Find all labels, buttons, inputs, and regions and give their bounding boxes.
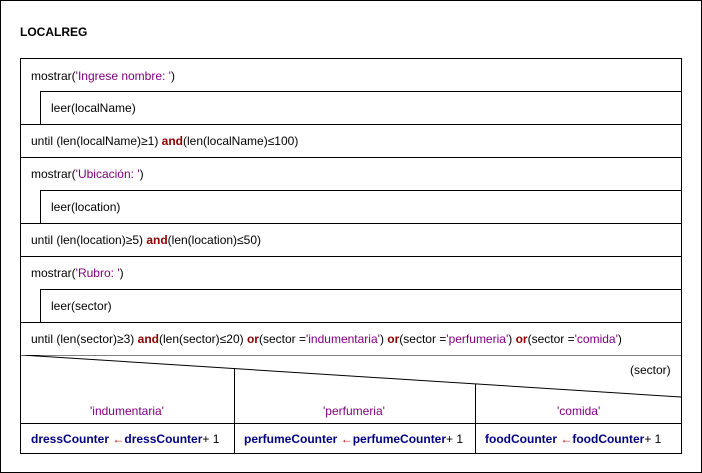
string-literal: 'perfumeria' <box>446 332 509 346</box>
keyword-or: or <box>515 332 528 346</box>
string-literal: 'Ubicación: ' <box>75 167 140 181</box>
branch-statement-perfumeria[interactable]: perfumeCounter ←perfumeCounter + 1 <box>234 423 476 454</box>
until-condition-sector[interactable]: until (len(sector) ≥ 3) and (len(sector)… <box>21 322 681 355</box>
string-literal: 'Ingrese nombre: ' <box>75 68 171 83</box>
nassi-shneiderman-diagram: mostrar('Ingrese nombre: ') leer(localNa… <box>20 58 682 454</box>
branch-statement-comida[interactable]: foodCounter ←foodCounter + 1 <box>475 423 681 454</box>
keyword-or: or <box>387 332 400 346</box>
keyword-or: or <box>246 332 259 346</box>
output-statement-name[interactable]: mostrar('Ingrese nombre: ') <box>31 68 175 83</box>
until-condition-location[interactable]: until (len(location) ≥ 5) and (len(locat… <box>21 223 681 256</box>
keyword-and: and <box>161 134 183 148</box>
branch-divider <box>234 368 235 454</box>
branch-divider <box>475 384 476 454</box>
keyword-and: and <box>137 332 159 346</box>
case-label-comida: 'comida' <box>557 404 601 418</box>
until-condition-name[interactable]: until (len(localName) ≥ 1) and (len(loca… <box>21 124 681 157</box>
read-statement-sector[interactable]: leer(sector) <box>40 289 681 322</box>
branch-statement-indumentaria[interactable]: dressCounter ←dressCounter + 1 <box>21 423 235 454</box>
case-label-perfumeria: 'perfumeria' <box>323 404 385 418</box>
string-literal: 'indumentaria' <box>305 332 380 346</box>
assign-arrow-icon: ← <box>340 432 353 446</box>
output-statement-location[interactable]: mostrar('Ubicación: ') <box>21 157 681 190</box>
case-label-indumentaria: 'indumentaria' <box>90 404 164 418</box>
read-statement-name[interactable]: leer(localName) <box>40 91 681 124</box>
case-header-lines <box>21 355 681 398</box>
case-selector: (sector) <box>630 363 671 377</box>
string-literal: 'Rubro: ' <box>75 266 120 280</box>
diagram-title: LOCALREG <box>20 25 88 39</box>
keyword-and: and <box>146 233 168 247</box>
assign-arrow-icon: ← <box>560 432 573 446</box>
output-statement-sector[interactable]: mostrar('Rubro: ') <box>21 256 681 289</box>
assign-arrow-icon: ← <box>112 432 125 446</box>
read-statement-location[interactable]: leer(location) <box>40 190 681 223</box>
string-literal: 'comida' <box>574 332 618 346</box>
